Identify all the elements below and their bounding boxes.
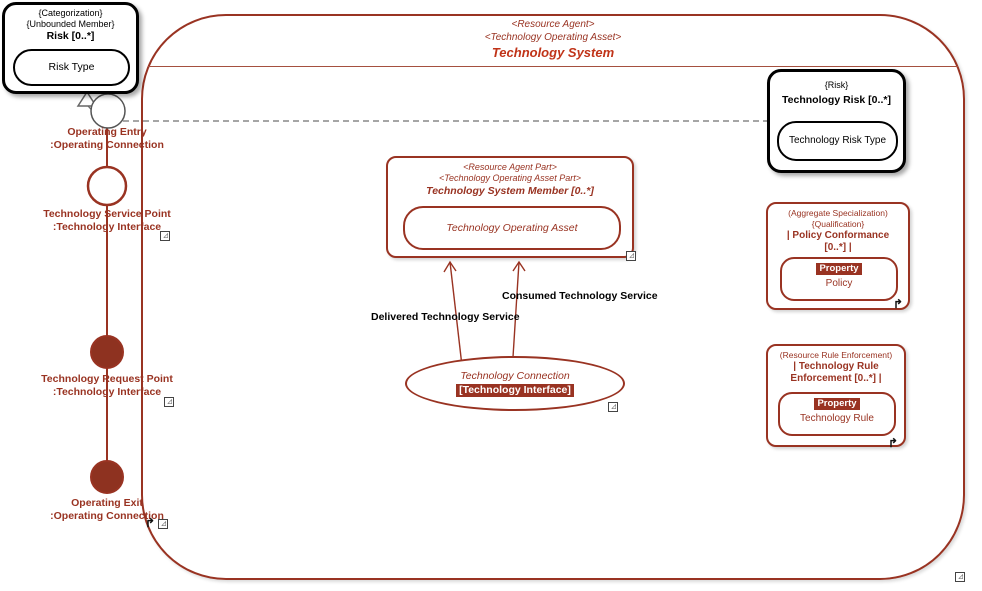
port-name: Operating Exit	[71, 497, 143, 509]
technology-system-boundary[interactable]	[141, 14, 965, 580]
port-name: Operating Entry	[67, 126, 147, 138]
structure-expand-icon[interactable]: ◿	[158, 519, 168, 529]
technology-risk-keyword: {Risk}	[824, 80, 849, 90]
structure-expand-icon[interactable]: ◿	[626, 251, 636, 261]
system-stereotype-1: <Resource Agent>	[511, 19, 595, 30]
system-header: <Resource Agent> <Technology Operating A…	[141, 18, 965, 61]
risk-title: Risk [0..*]	[46, 30, 95, 42]
system-stereotype-2: <Technology Operating Asset>	[484, 32, 622, 43]
policy-property-tag: Property	[816, 263, 862, 275]
redirect-glyph: ↱	[888, 436, 899, 450]
service-point-circle[interactable]	[86, 165, 128, 207]
technology-risk-type-node[interactable]: Technology Risk Type	[777, 121, 898, 161]
connection-interface-label[interactable]: [Technology Interface]	[456, 384, 574, 397]
operating-entry-circle[interactable]	[90, 93, 126, 129]
request-point-circle[interactable]	[90, 335, 124, 369]
connection-ellipse[interactable]: Technology Connection [Technology Interf…	[405, 356, 625, 411]
policy-keyword-1: (Aggregate Specialization)	[788, 208, 888, 218]
redirect-glyph: ↱	[145, 516, 156, 530]
member-stereotype-2: <Technology Operating Asset Part>	[439, 173, 581, 183]
port-type: :Operating Connection	[50, 138, 164, 151]
technology-risk-title: Technology Risk [0..*]	[782, 94, 891, 106]
risk-type-node[interactable]: Risk Type	[13, 49, 130, 86]
structure-expand-icon[interactable]: ◿	[608, 402, 618, 412]
structure-expand-icon[interactable]: ◿	[955, 572, 965, 582]
member-node[interactable]: <Resource Agent Part> <Technology Operat…	[386, 156, 634, 258]
port-request-point-label[interactable]: Technology Request Point :Technology Int…	[22, 373, 192, 398]
operating-asset-node[interactable]: Technology Operating Asset	[403, 206, 621, 250]
policy-keyword-2: {Qualification}	[811, 219, 865, 229]
rule-label: Technology Rule	[800, 413, 874, 424]
consumed-flow-label[interactable]: Consumed Technology Service	[502, 290, 658, 302]
generalization-arrowhead	[76, 90, 98, 107]
risk-node[interactable]: {Categorization} {Unbounded Member} Risk…	[2, 2, 139, 94]
exit-point-circle[interactable]	[90, 460, 124, 494]
risk-type-label: Risk Type	[48, 61, 95, 73]
redirect-icon[interactable]: ↱	[888, 436, 899, 450]
technology-risk-node[interactable]: {Risk} Technology Risk [0..*] Technology…	[767, 69, 906, 173]
redirect-icon[interactable]: ↱	[145, 516, 156, 530]
port-operating-entry-label[interactable]: Operating Entry :Operating Connection	[32, 126, 182, 151]
rule-title: | Technology Rule Enforcement [0..*] |	[790, 361, 882, 384]
generalization-line[interactable]	[87, 105, 98, 117]
policy-title: | Policy Conformance [0..*] |	[786, 230, 890, 253]
system-title: Technology System	[491, 45, 615, 60]
expand-glyph: ◿	[629, 253, 634, 259]
rule-enforcement-node[interactable]: (Resource Rule Enforcement) | Technology…	[766, 344, 906, 447]
policy-conformance-node[interactable]: (Aggregate Specialization) {Qualificatio…	[766, 202, 910, 310]
structure-expand-icon[interactable]: ◿	[164, 397, 174, 407]
policy-label: Policy	[825, 278, 853, 289]
rule-property-node[interactable]: Property Technology Rule	[778, 392, 896, 436]
port-type: :Operating Connection	[50, 509, 164, 522]
policy-property-node[interactable]: Property Policy	[780, 257, 898, 301]
delivered-flow-label[interactable]: Delivered Technology Service	[371, 311, 520, 323]
redirect-icon[interactable]: ↱	[893, 297, 904, 311]
expand-glyph: ◿	[167, 399, 172, 405]
rule-property-tag: Property	[814, 398, 860, 410]
redirect-glyph: ↱	[893, 297, 904, 311]
rule-keyword-1: (Resource Rule Enforcement)	[779, 350, 893, 360]
port-name: Technology Service Point	[43, 208, 171, 220]
port-service-point-label[interactable]: Technology Service Point :Technology Int…	[22, 208, 192, 233]
expand-glyph: ◿	[611, 404, 616, 410]
port-operating-exit-label[interactable]: Operating Exit :Operating Connection	[32, 497, 182, 522]
technology-risk-type-label: Technology Risk Type	[788, 135, 887, 146]
connection-title: Technology Connection	[460, 370, 570, 382]
risk-keyword-2: {Unbounded Member}	[26, 19, 115, 29]
expand-glyph: ◿	[163, 233, 168, 239]
port-name: Technology Request Point	[41, 373, 173, 385]
structure-expand-icon[interactable]: ◿	[160, 231, 170, 241]
risk-keyword-1: {Categorization}	[38, 8, 103, 18]
expand-glyph: ◿	[958, 574, 963, 580]
member-title: Technology System Member [0..*]	[426, 185, 594, 197]
operating-asset-label: Technology Operating Asset	[446, 221, 578, 234]
expand-glyph: ◿	[161, 521, 166, 527]
member-stereotype-1: <Resource Agent Part>	[463, 162, 557, 172]
system-title-separator	[148, 66, 958, 67]
